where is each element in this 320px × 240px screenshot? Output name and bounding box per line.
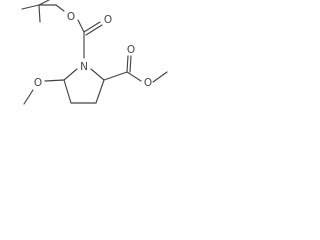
bond-ester-single-o: [126, 71, 142, 82]
bond-ester-double-b: [129, 55, 132, 73]
bond-c2-ester-carbon: [103, 71, 128, 81]
atom-label-carbonyl-oxygen: O: [104, 14, 112, 26]
atom-label-methoxy-oxygen: O: [34, 77, 42, 89]
molecule-svg: O O N O O O: [21, 0, 168, 105]
bond-ring-c3-c2: [95, 79, 105, 104]
bond-ester-o-methyl: [152, 71, 168, 83]
structure-diagram: O O N O O O: [0, 0, 173, 139]
bond-c5-methoxy-o: [44, 79, 65, 82]
atom-label-ester-oxygen: O: [67, 11, 75, 23]
atom-label-ester-single-oxygen: O: [144, 77, 152, 89]
bond-tbu-methyl-3: [38, 4, 41, 23]
bond-ring-c5-c4: [63, 79, 72, 104]
atom-label-ester-carbonyl-oxygen: O: [127, 44, 135, 56]
bond-tbu-oxygen: [55, 4, 65, 12]
bond-carbonyl-double-b: [85, 24, 103, 36]
bond-tbu-methyl-1: [21, 4, 40, 10]
bond-ring-n-c5: [63, 68, 78, 81]
bond-methoxy-o-methyl: [23, 89, 34, 105]
bond-tbu-methyl-2: [38, 0, 50, 6]
atom-label-nitrogen: N: [80, 61, 88, 73]
bond-ester-double-a: [126, 55, 129, 73]
bond-ring-c2-n: [90, 68, 105, 81]
bond-oxygen-carbonyl: [77, 19, 85, 33]
bond-carbonyl-double-a: [83, 21, 101, 33]
